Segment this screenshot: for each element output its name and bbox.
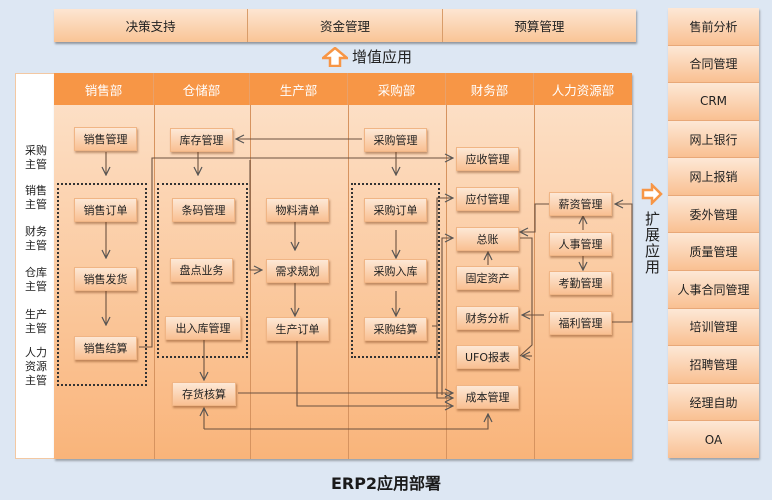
role-warehouse-manager: 仓库 主管 [16,266,56,294]
inventory-costing-box[interactable]: 存货核算 [172,382,236,406]
cost-management-box[interactable]: 成本管理 [456,385,519,409]
purchase-settlement-box[interactable]: 采购结算 [364,317,427,341]
column-divider [348,105,349,459]
sales-settlement-box[interactable]: 销售结算 [74,336,137,360]
ext-recruitment-management[interactable]: 招聘管理 [668,346,759,384]
column-divider [446,105,447,459]
role-sales-manager: 销售 主管 [16,184,56,212]
extension-label: 扩展应用 [643,211,661,275]
extension-label-group: 扩展应用 [641,183,663,275]
role-label: 采购 主管 [25,144,47,171]
dept-production[interactable]: 生产部 [250,73,348,105]
sales-management-box[interactable]: 销售管理 [74,127,137,151]
value-added-modules-bar: 决策支持 资金管理 预算管理 [54,9,636,42]
stock-count-box[interactable]: 盘点业务 [170,258,233,282]
ext-contract-management[interactable]: 合同管理 [668,45,759,84]
ext-online-banking[interactable]: 网上银行 [668,120,759,159]
barcode-management-box[interactable]: 条码管理 [172,198,235,222]
ext-presales-analysis[interactable]: 售前分析 [668,8,759,46]
dept-finance[interactable]: 财务部 [446,73,534,105]
sales-shipment-box[interactable]: 销售发货 [74,267,137,291]
bill-of-materials-box[interactable]: 物料清单 [266,198,329,222]
column-divider [534,105,535,459]
role-label: 财务 主管 [25,225,47,252]
fixed-assets-box[interactable]: 固定资产 [456,266,519,290]
module-budget-management[interactable]: 预算管理 [442,9,636,42]
personnel-management-box[interactable]: 人事管理 [549,232,612,256]
role-finance-manager: 财务 主管 [16,225,56,253]
extension-modules-panel: 售前分析 合同管理 CRM 网上银行 网上报销 委外管理 质量管理 人事合同管理… [668,8,759,458]
purchase-management-box[interactable]: 采购管理 [364,128,427,152]
dept-hr[interactable]: 人力资源部 [534,73,632,105]
up-arrow-icon [322,46,348,67]
accounts-payable-box[interactable]: 应付管理 [456,187,519,211]
role-label: 生产 主管 [25,308,47,335]
ext-crm[interactable]: CRM [668,83,759,121]
attendance-management-box[interactable]: 考勤管理 [549,271,612,295]
value-add-label-group: 增值应用 [322,46,412,67]
dept-warehouse[interactable]: 仓储部 [154,73,250,105]
sales-order-box[interactable]: 销售订单 [74,198,137,222]
roles-panel: 采购 主管 销售 主管 财务 主管 仓库 主管 生产 主管 人力 资源 主管 [15,73,55,459]
role-label: 仓库 主管 [25,266,47,293]
ext-hr-contract-management[interactable]: 人事合同管理 [668,271,759,309]
ufo-report-box[interactable]: UFO报表 [456,345,519,369]
general-ledger-box[interactable]: 总账 [456,227,519,251]
ext-online-reimbursement[interactable]: 网上报销 [668,158,759,196]
role-hr-manager: 人力 资源 主管 [16,346,56,388]
ext-oa[interactable]: OA [668,421,759,458]
ext-training-management[interactable]: 培训管理 [668,308,759,347]
demand-planning-box[interactable]: 需求规划 [266,259,329,283]
purchase-order-box[interactable]: 采购订单 [364,198,427,222]
role-label: 销售 主管 [25,184,47,211]
module-decision-support[interactable]: 决策支持 [54,9,249,42]
role-label: 人力 资源 主管 [25,346,47,387]
welfare-management-box[interactable]: 福利管理 [549,311,612,335]
ext-outsourcing-management[interactable]: 委外管理 [668,195,759,234]
payroll-management-box[interactable]: 薪资管理 [549,192,612,216]
dept-purchase[interactable]: 采购部 [348,73,446,105]
ext-manager-self-service[interactable]: 经理自助 [668,383,759,422]
accounts-receivable-box[interactable]: 应收管理 [456,147,519,171]
financial-analysis-box[interactable]: 财务分析 [456,306,519,330]
inventory-management-box[interactable]: 库存管理 [170,128,233,152]
diagram-title: ERP2应用部署 [330,474,442,493]
production-order-box[interactable]: 生产订单 [266,317,329,341]
column-divider [250,105,251,459]
role-purchase-manager: 采购 主管 [16,144,56,172]
in-out-stock-box[interactable]: 出入库管理 [165,316,241,340]
value-add-label: 增值应用 [352,48,413,66]
module-fund-management[interactable]: 资金管理 [248,9,443,42]
right-arrow-icon [641,183,663,205]
ext-quality-management[interactable]: 质量管理 [668,233,759,272]
column-divider [154,105,155,459]
purchase-receipt-box[interactable]: 采购入库 [364,259,427,283]
role-production-manager: 生产 主管 [16,308,56,336]
dept-sales[interactable]: 销售部 [54,73,154,105]
